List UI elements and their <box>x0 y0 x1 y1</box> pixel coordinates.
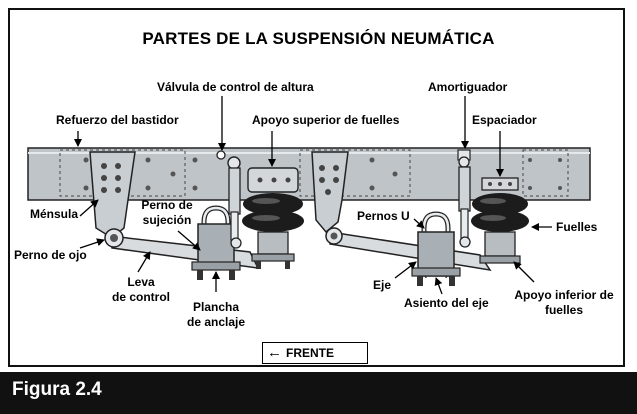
frame-reinforcement-dashed <box>299 149 411 197</box>
height-control-valve <box>216 150 226 160</box>
figure-caption: Figura 2.4 <box>12 379 102 400</box>
label-plancha: Plancha de anclaje <box>186 300 246 329</box>
label-leva: Leva de control <box>111 275 170 304</box>
leader-asiento <box>434 277 443 295</box>
label-mensula: Ménsula <box>30 207 79 221</box>
frame-reinforcement-dashed <box>59 149 186 197</box>
shock-absorber-right <box>457 149 471 248</box>
frame-rivets <box>83 157 562 191</box>
leader-eje <box>394 261 417 279</box>
axle-left <box>197 223 235 269</box>
label-amortiguador: Amortiguador <box>428 80 508 94</box>
label-perno-ojo: Perno de ojo <box>14 248 87 262</box>
label-eje: Eje <box>373 278 392 292</box>
label-apoyo-inferior: Apoyo inferior de fuelles <box>514 288 614 317</box>
label-pernos-u: Pernos U <box>357 209 410 223</box>
shock-absorber-left <box>227 156 242 249</box>
label-apoyo-superior: Apoyo superior de fuelles <box>252 113 400 127</box>
label-asiento: Asiento del eje <box>404 296 489 310</box>
leader-mensula <box>79 199 99 217</box>
label-fuelles: Fuelles <box>556 220 598 234</box>
anchor-plate-left <box>191 261 241 271</box>
label-refuerzo: Refuerzo del bastidor <box>56 113 179 127</box>
label-valvula: Válvula de control de altura <box>157 80 314 94</box>
leader-apoyo-inferior <box>513 261 535 283</box>
label-espaciador: Espaciador <box>472 113 537 127</box>
label-perno-sujecion: Perno de sujeción <box>141 198 193 227</box>
air-spring-left <box>242 167 304 269</box>
front-direction-box <box>262 342 368 364</box>
frame-reinforcement-dashed <box>522 149 569 197</box>
leader-perno-ojo <box>79 238 105 249</box>
front-direction-label: FRENTE <box>286 346 334 360</box>
diagram-title: PARTES DE LA SUSPENSIÓN NEUMÁTICA <box>142 29 495 48</box>
axle-seat-right <box>411 267 461 277</box>
leader-pernos-u <box>413 218 425 229</box>
air-spring-right <box>471 193 529 264</box>
caption-bar <box>0 372 637 414</box>
hanger-bracket-left <box>89 151 136 239</box>
leader-perno-sujecion <box>177 230 201 251</box>
left-arrow-icon: ← <box>267 344 282 361</box>
leader-leva <box>137 251 151 273</box>
